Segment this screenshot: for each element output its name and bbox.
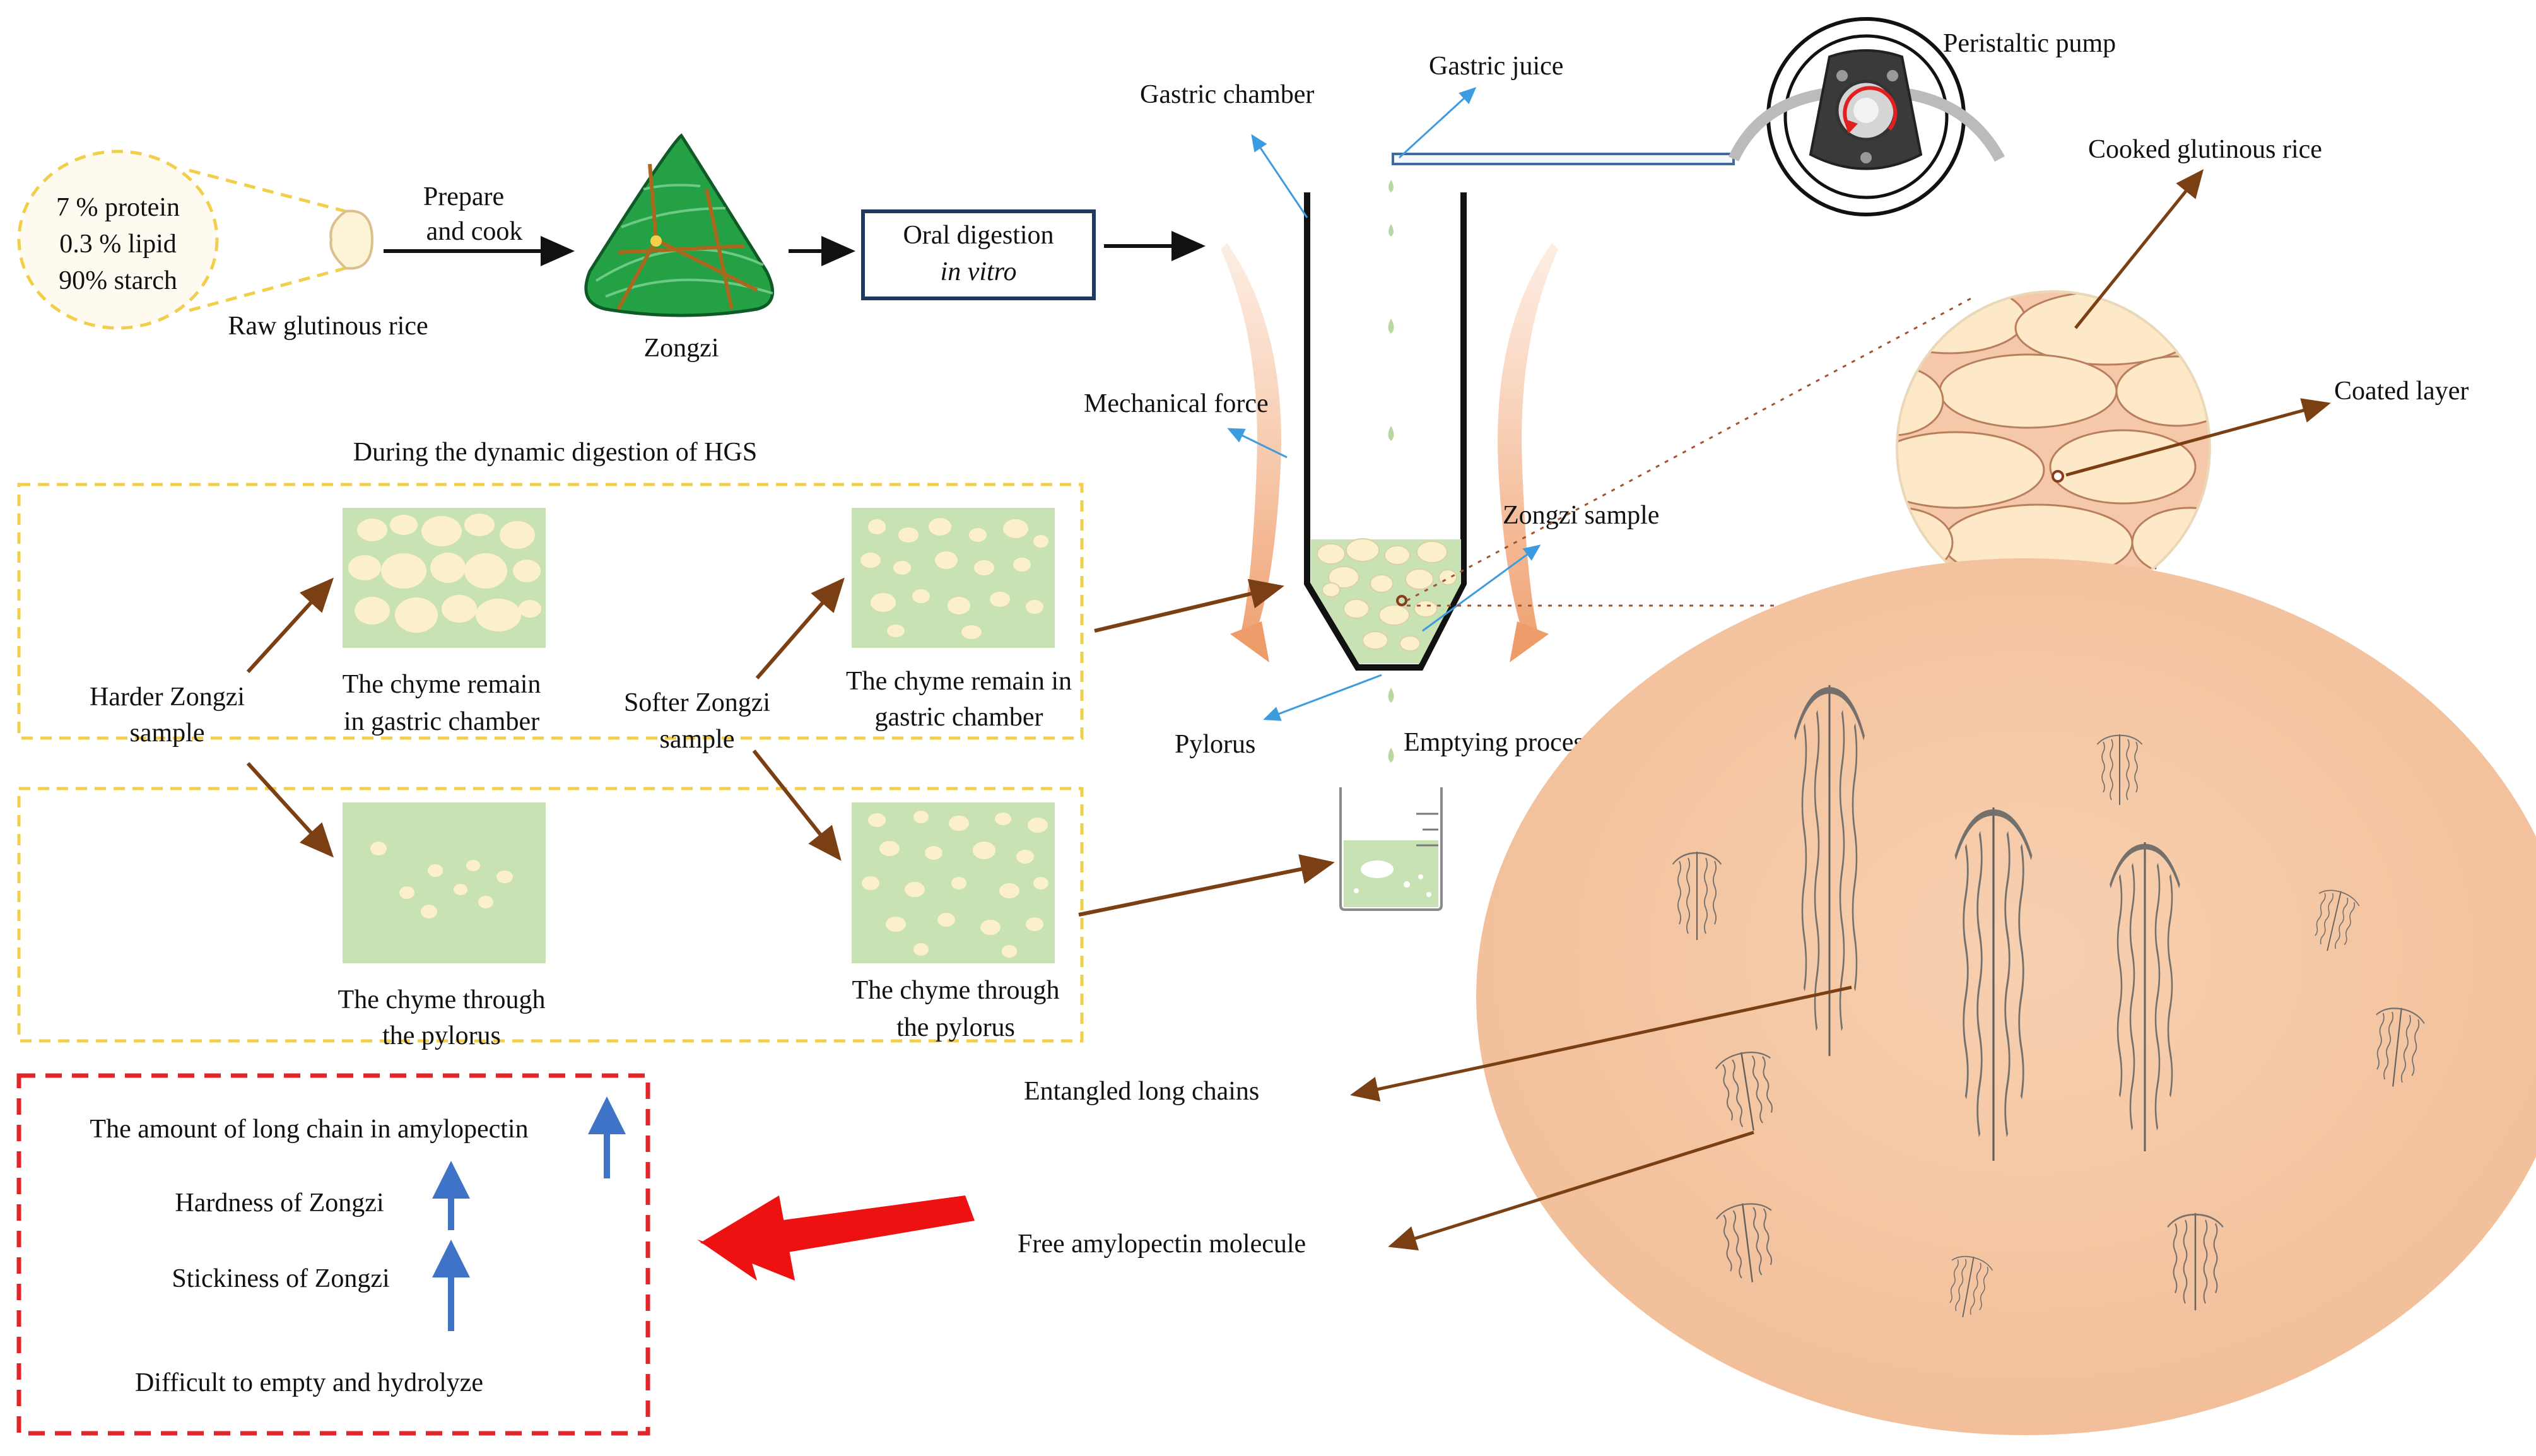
- gastric-chamber-label: Gastric chamber: [1140, 80, 1314, 109]
- soft-remain-panel: [852, 508, 1055, 648]
- zongzi-sample-leader: [1422, 544, 1541, 632]
- softer-to-remain-arrow: [755, 577, 845, 679]
- gastric-chamber: [1304, 192, 1467, 671]
- big-red-arrow-head: [700, 1195, 795, 1281]
- cook-label: and cook: [426, 217, 523, 246]
- big-red-arrow: [697, 1195, 975, 1281]
- peristaltic-pump-icon: [1728, 17, 2005, 216]
- gastric-chamber-leader: [1251, 134, 1308, 218]
- gastric-juice-drops: [1388, 180, 1394, 763]
- hard-remain-line1: The chyme remain: [343, 670, 541, 699]
- long-chain-label: The amount of long chain in amylopectin: [90, 1115, 528, 1144]
- amylopectin-ellipse: [1476, 558, 2536, 1435]
- callout-cone: [189, 168, 346, 312]
- zongzi-sample-label: Zongzi sample: [1503, 501, 1659, 530]
- through-to-beaker-arrow: [1078, 854, 1335, 917]
- remain-to-chamber-arrow: [1094, 578, 1284, 633]
- peristaltic-pump-label: Peristaltic pump: [1943, 29, 2116, 58]
- composition-lipid: 0.3 % lipid: [59, 230, 177, 259]
- hard-remain-line2: in gastric chamber: [344, 707, 539, 736]
- entangled-arrow: [1350, 985, 1852, 1102]
- zongzi-icon: [584, 133, 775, 317]
- coated-layer-arrow: [2065, 398, 2331, 477]
- remain-group-box: [17, 483, 1084, 740]
- hardness-label: Hardness of Zongzi: [175, 1189, 384, 1218]
- stickiness-label: Stickiness of Zongzi: [172, 1264, 389, 1293]
- cooked-rice-label: Cooked glutinous rice: [2088, 135, 2322, 164]
- conclusion-box: [16, 1073, 650, 1436]
- harder-to-remain-arrow: [246, 577, 334, 674]
- rice-composition-bubble: [17, 150, 219, 330]
- composition-starch: 90% starch: [59, 266, 177, 295]
- mechanical-force-label: Mechanical force: [1084, 389, 1269, 418]
- mechanical-force-leader: [1227, 428, 1288, 459]
- hard-through-line2: the pylorus: [382, 1021, 501, 1050]
- raw-rice-label: Raw glutinous rice: [228, 312, 428, 341]
- gastric-juice-leader: [1398, 86, 1477, 159]
- hard-remain-panel: [343, 508, 546, 648]
- zongzi-label: Zongzi: [644, 334, 719, 363]
- soft-through-line2: the pylorus: [896, 1013, 1015, 1042]
- pylorus-leader: [1263, 674, 1382, 721]
- juice-tube: [1392, 153, 1735, 165]
- mechanical-force-left-head: [1230, 621, 1269, 662]
- soft-through-panel: [852, 802, 1055, 963]
- hard-through-line1: The chyme through: [338, 985, 546, 1014]
- oral-digestion-label: Oral digestion: [903, 221, 1054, 250]
- coated-layer-label: Coated layer: [2334, 377, 2468, 406]
- harder-to-through-arrow: [246, 761, 334, 858]
- mechanical-force-right-head: [1510, 621, 1549, 662]
- free-amylopectin-arrow: [1388, 1130, 1754, 1251]
- soft-remain-line2: gastric chamber: [874, 703, 1043, 732]
- in-vitro-label: in vitro: [941, 257, 1017, 286]
- dynamic-digestion-title: During the dynamic digestion of HGS: [353, 438, 757, 467]
- composition-protein: 7 % protein: [56, 193, 180, 222]
- entangled-label: Entangled long chains: [1024, 1077, 1259, 1106]
- oral-digestion-box: [861, 209, 1096, 300]
- harder-sample-line2: sample: [130, 719, 205, 748]
- difficult-label: Difficult to empty and hydrolyze: [135, 1368, 483, 1397]
- soft-through-line1: The chyme through: [852, 976, 1060, 1005]
- mechanical-force-left-arrow: [1221, 243, 1281, 643]
- raw-rice-group: 7 % protein 0.3 % lipid 90% starch Raw g…: [17, 150, 428, 341]
- softer-to-through-arrow: [752, 749, 842, 861]
- soft-remain-line1: The chyme remain in: [846, 667, 1072, 696]
- mechanical-force-right-arrow: [1498, 243, 1558, 643]
- through-group-box: [17, 787, 1084, 1043]
- softer-sample-line2: sample: [660, 725, 735, 754]
- gastric-juice-label: Gastric juice: [1429, 52, 1563, 81]
- emptying-process-label: Emptying process: [1404, 728, 1594, 757]
- prepare-label: Prepare: [423, 182, 504, 211]
- softer-sample-line1: Softer Zongzi: [624, 688, 770, 717]
- beaker-icon: [1339, 787, 1443, 911]
- hard-through-panel: [343, 802, 546, 963]
- free-amylopectin-label: Free amylopectin molecule: [1018, 1230, 1306, 1259]
- pylorus-label: Pylorus: [1175, 730, 1255, 759]
- harder-sample-line1: Harder Zongzi: [90, 683, 245, 712]
- cooked-rice-arrow: [2074, 169, 2204, 329]
- rice-grain-icon: [329, 209, 374, 270]
